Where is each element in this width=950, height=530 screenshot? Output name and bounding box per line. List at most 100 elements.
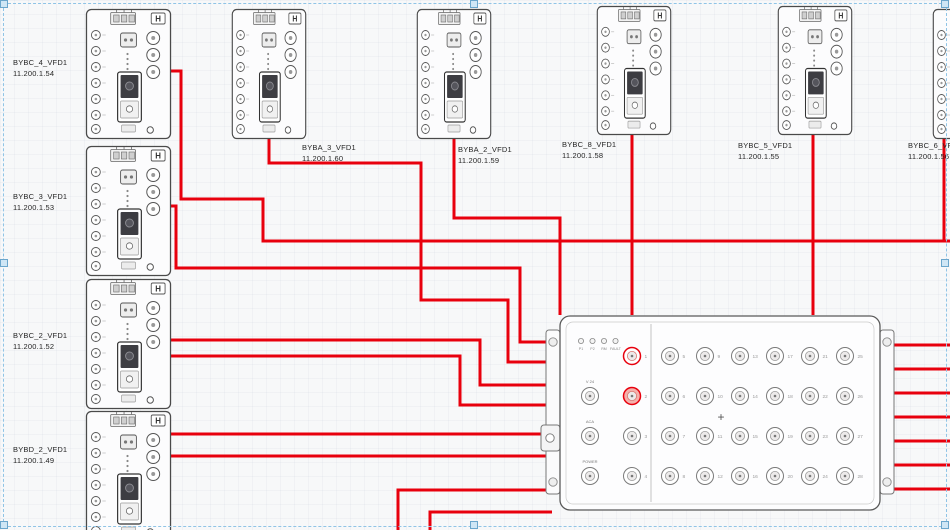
wire-8[interactable] [396, 488, 552, 530]
left-connector-pins [424, 33, 427, 131]
dip-indicator-dots [126, 322, 129, 341]
vfd-graphic: H [85, 145, 172, 277]
h-marking-label: H [292, 14, 297, 24]
mount-hole [882, 337, 892, 347]
device-label: BYBA_2_VFD1 11.200.1.59 [458, 144, 568, 166]
device-label: BYBC_4_VFD1 11.200.1.54 [13, 57, 123, 79]
vfd-device-BYBA_3_VFD1[interactable]: H [231, 8, 356, 163]
device-name: BYBC_3_VFD1 [13, 192, 68, 201]
dip-indicator-dots [126, 454, 129, 473]
vfd-device-BYBA_2_VFD1[interactable]: H [416, 8, 512, 165]
port-1[interactable] [622, 346, 642, 366]
port-6[interactable] [661, 387, 679, 405]
port-10[interactable] [696, 387, 714, 405]
right-connector-pins [151, 306, 156, 344]
port-28[interactable] [836, 467, 854, 485]
port-25[interactable] [836, 347, 854, 365]
port-22[interactable] [801, 387, 819, 405]
h-marking-label: H [838, 11, 843, 21]
port-19[interactable] [766, 427, 784, 445]
left-connector-pins [94, 170, 98, 268]
port-26[interactable] [836, 387, 854, 405]
terminal-block-icon [618, 6, 641, 22]
port-number-5: 5 [683, 354, 686, 360]
led-p1 [578, 337, 585, 344]
center-connector-icon [120, 32, 137, 48]
switch-body[interactable] [559, 315, 881, 511]
vfd-device-BYBC_4_VFD1[interactable]: H [13, 8, 172, 140]
right-connector-pins [653, 32, 658, 71]
port-aux[interactable] [581, 387, 599, 405]
port-aux[interactable] [581, 467, 599, 485]
vfd-graphic: H [85, 410, 172, 530]
port-5[interactable] [661, 347, 679, 365]
left-connector-pins [239, 33, 242, 131]
relay-module-icon [117, 208, 142, 260]
device-label: BYBC_8_VFD1 11.200.1.58 [562, 139, 672, 161]
port-7[interactable] [661, 427, 679, 445]
h-marking-box [150, 282, 166, 295]
port-17[interactable] [766, 347, 784, 365]
port-12[interactable] [696, 467, 714, 485]
device-ip: 11.200.1.53 [13, 203, 55, 212]
port-11[interactable] [696, 427, 714, 445]
right-connector-pins [151, 36, 156, 74]
port-24[interactable] [801, 467, 819, 485]
port-21[interactable] [801, 347, 819, 365]
port-23[interactable] [801, 427, 819, 445]
wire-3[interactable] [267, 138, 552, 364]
port-9[interactable] [696, 347, 714, 365]
vfd-device-BYBC_5_VFD1[interactable]: H [738, 5, 853, 161]
port-3[interactable] [623, 427, 641, 445]
wire-1[interactable] [168, 69, 950, 243]
dip-indicator-dots [813, 49, 816, 67]
vfd-graphic: H [932, 8, 950, 140]
port-27[interactable] [836, 427, 854, 445]
vfd-graphic: H [416, 8, 492, 140]
center-connector-icon [120, 302, 137, 318]
port-number-13: 13 [753, 354, 759, 360]
vfd-device-BYBD_2_VFD1[interactable]: H [13, 410, 172, 530]
vfd-device-BYBC_3_VFD1[interactable]: H [13, 145, 172, 277]
port-13[interactable] [731, 347, 749, 365]
port-16[interactable] [731, 467, 749, 485]
left-port-ticks [102, 304, 106, 386]
led-label-rm: RM [601, 347, 607, 351]
mount-hole [548, 477, 558, 487]
wire-9[interactable] [428, 510, 552, 530]
port-number-27: 27 [858, 434, 864, 440]
port-20[interactable] [766, 467, 784, 485]
port-15[interactable] [731, 427, 749, 445]
port-2[interactable] [622, 386, 642, 406]
port-aux[interactable] [581, 427, 599, 445]
port-8[interactable] [661, 467, 679, 485]
port-number-18: 18 [788, 394, 794, 400]
port-number-3: 3 [645, 434, 648, 440]
port-4[interactable] [623, 467, 641, 485]
led-p2 [589, 337, 596, 344]
relay-module-icon [804, 67, 827, 119]
vfd-device-BYBC_6_VFD1[interactable]: H [908, 8, 950, 161]
vfd-device-BYBC_2_VFD1[interactable]: H [13, 278, 172, 410]
switch-inner-outline [565, 321, 875, 505]
aux-port-label-aca: ACA [586, 419, 595, 424]
center-connector-icon [446, 32, 462, 48]
left-port-ticks [246, 34, 250, 116]
h-marking-box [150, 414, 166, 427]
port-number-2: 2 [645, 394, 648, 400]
wire-10[interactable] [452, 138, 562, 315]
wire-4[interactable] [168, 338, 552, 387]
wire-2[interactable] [168, 204, 552, 344]
mount-hole [882, 477, 892, 487]
port-14[interactable] [731, 387, 749, 405]
port-18[interactable] [766, 387, 784, 405]
relay-module-icon [117, 71, 142, 123]
h-marking-label: H [657, 11, 662, 21]
vfd-device-BYBC_8_VFD1[interactable]: H [562, 5, 672, 160]
port-number-7: 7 [683, 434, 686, 440]
left-port-ticks [431, 34, 435, 116]
port-number-25: 25 [858, 354, 864, 360]
wire-5[interactable] [168, 354, 552, 407]
